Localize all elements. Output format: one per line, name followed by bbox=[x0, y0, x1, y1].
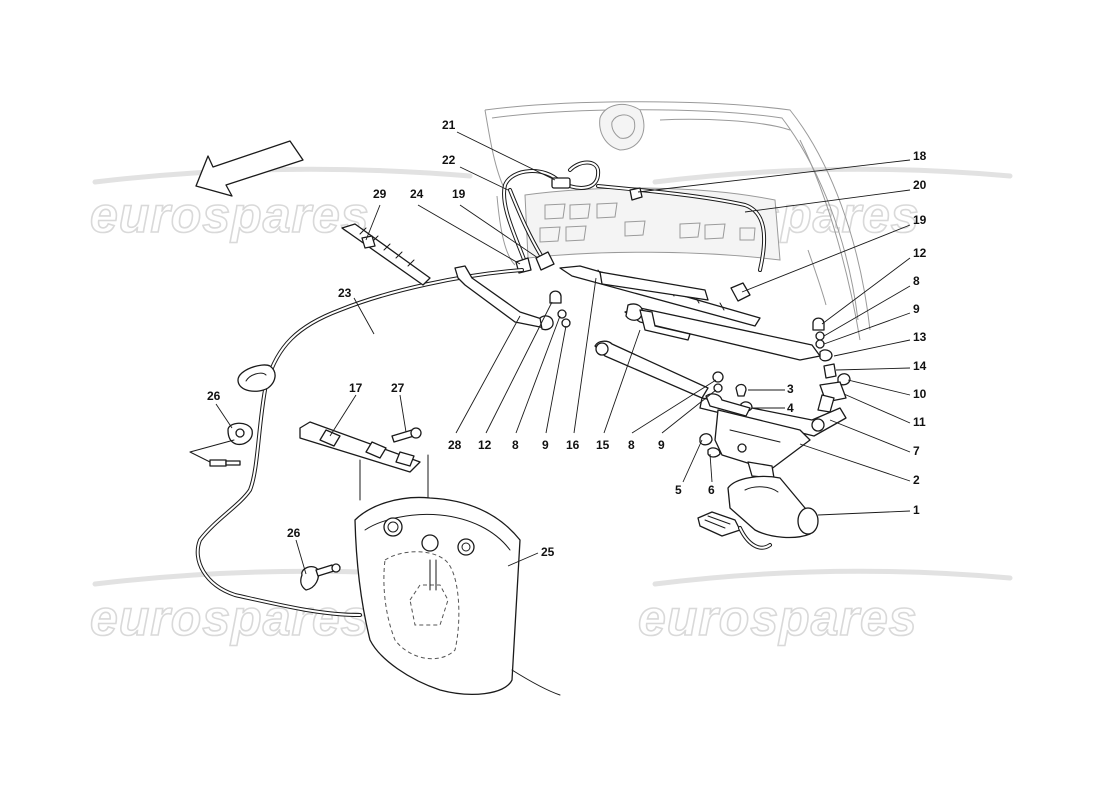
screw-3 bbox=[735, 383, 747, 397]
hose-clip-26-upper bbox=[209, 422, 253, 467]
label-4: 4 bbox=[787, 401, 794, 415]
part-number-labels: 21 22 18 20 29 24 19 19 12 8 9 13 14 10 … bbox=[207, 118, 927, 559]
label-22: 22 bbox=[442, 153, 456, 167]
label-20: 20 bbox=[913, 178, 927, 192]
label-24: 24 bbox=[410, 187, 424, 201]
label-29: 29 bbox=[373, 187, 387, 201]
label-8-left: 8 bbox=[512, 438, 519, 452]
hose-clip-26-lower bbox=[300, 563, 341, 591]
washer-hose-23 bbox=[195, 268, 524, 617]
bolt-27 bbox=[391, 427, 422, 443]
nut-8-right bbox=[815, 331, 825, 341]
label-15: 15 bbox=[596, 438, 610, 452]
nut-5 bbox=[699, 433, 713, 446]
label-7: 7 bbox=[913, 444, 920, 458]
pivot-arm bbox=[705, 393, 751, 417]
nut-8-left bbox=[557, 309, 567, 319]
washer-6 bbox=[707, 447, 721, 458]
label-17: 17 bbox=[349, 381, 363, 395]
washer-nozzle-19-right bbox=[730, 282, 751, 302]
label-21: 21 bbox=[442, 118, 456, 132]
pivot-bracket-11 bbox=[817, 381, 847, 413]
label-9-left: 9 bbox=[542, 438, 549, 452]
washer-reservoir-25 bbox=[354, 496, 561, 696]
watermark-bottom-left: eurospares bbox=[90, 590, 370, 646]
label-26-lower: 26 bbox=[287, 526, 301, 540]
label-27: 27 bbox=[391, 381, 405, 395]
label-5: 5 bbox=[675, 483, 682, 497]
washer-9-left bbox=[561, 318, 571, 328]
label-16: 16 bbox=[566, 438, 580, 452]
hose-connector-21 bbox=[551, 177, 571, 189]
label-6: 6 bbox=[708, 483, 715, 497]
wiper-motor-1 bbox=[697, 461, 819, 550]
label-9-right: 9 bbox=[913, 302, 920, 316]
watermark-bottom-right: eurospares bbox=[638, 590, 918, 646]
leader-lines bbox=[215, 131, 911, 575]
washer-nozzle-19-left bbox=[535, 251, 555, 271]
label-2: 2 bbox=[913, 473, 920, 487]
label-14: 14 bbox=[913, 359, 927, 373]
label-1: 1 bbox=[913, 503, 920, 517]
hose-clip-18 bbox=[629, 187, 643, 201]
label-3: 3 bbox=[787, 382, 794, 396]
cap-12-left bbox=[549, 290, 562, 304]
wiper-arm-28 bbox=[454, 265, 554, 331]
label-25: 25 bbox=[541, 545, 555, 559]
label-23: 23 bbox=[338, 286, 352, 300]
label-26-upper: 26 bbox=[207, 389, 221, 403]
washer-13 bbox=[819, 349, 833, 362]
wiper-arm-15 bbox=[624, 303, 821, 361]
grommet bbox=[237, 364, 276, 392]
wiper-blade-29 bbox=[341, 223, 431, 286]
hood-outline bbox=[484, 101, 871, 341]
nut-8-lower bbox=[712, 371, 724, 383]
label-28: 28 bbox=[448, 438, 462, 452]
cap-12-right bbox=[812, 317, 825, 331]
spacer-14 bbox=[823, 363, 837, 379]
label-19-right: 19 bbox=[913, 213, 927, 227]
label-12-left: 12 bbox=[478, 438, 492, 452]
label-12-right: 12 bbox=[913, 246, 927, 260]
direction-arrow-icon bbox=[195, 140, 304, 197]
label-10: 10 bbox=[913, 387, 927, 401]
label-18: 18 bbox=[913, 149, 927, 163]
label-8-lower: 8 bbox=[628, 438, 635, 452]
label-9-lower: 9 bbox=[658, 438, 665, 452]
wiper-blade-16 bbox=[559, 265, 761, 327]
label-11: 11 bbox=[913, 415, 926, 429]
label-19-left: 19 bbox=[452, 187, 466, 201]
label-8-right: 8 bbox=[913, 274, 920, 288]
label-13: 13 bbox=[913, 330, 927, 344]
bracket-17 bbox=[299, 421, 421, 473]
washer-9-right bbox=[815, 339, 825, 349]
